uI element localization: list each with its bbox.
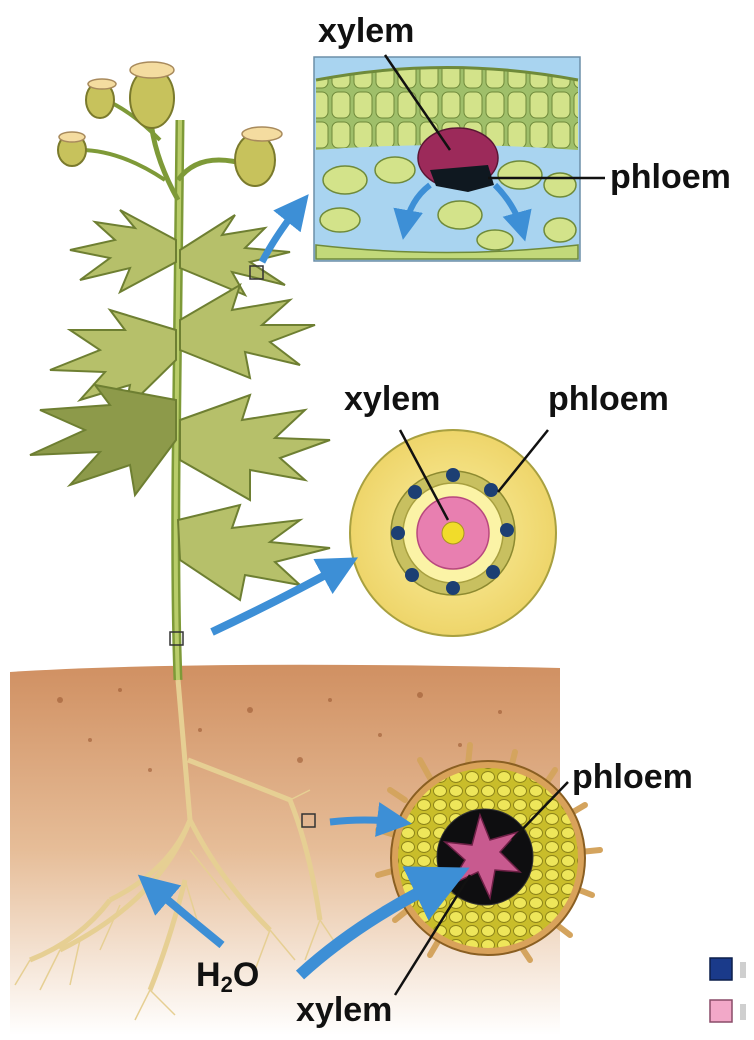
legend-cut-label (740, 1004, 746, 1020)
flower-heads (58, 62, 282, 186)
arrow-to-root (330, 820, 398, 822)
water-label-subscript: 2 (221, 972, 233, 997)
legend-phloem-swatch (710, 958, 732, 980)
leaf-phloem-label: phloem (610, 160, 731, 194)
legend-xylem-swatch (710, 1000, 732, 1022)
water-label-o: O (233, 956, 259, 994)
stem-phloem-label: phloem (548, 382, 669, 416)
root-xylem-label: xylem (296, 993, 392, 1027)
water-label: H2O (196, 958, 259, 996)
stem-xylem-label: xylem (344, 382, 440, 416)
water-label-h: H (196, 956, 221, 994)
legend-cut-label (740, 962, 746, 978)
stem-cross-section (350, 430, 556, 636)
root-phloem-label: phloem (572, 760, 693, 794)
leaf-cross-section (314, 55, 605, 261)
leaf-xylem-label: xylem (318, 14, 414, 48)
